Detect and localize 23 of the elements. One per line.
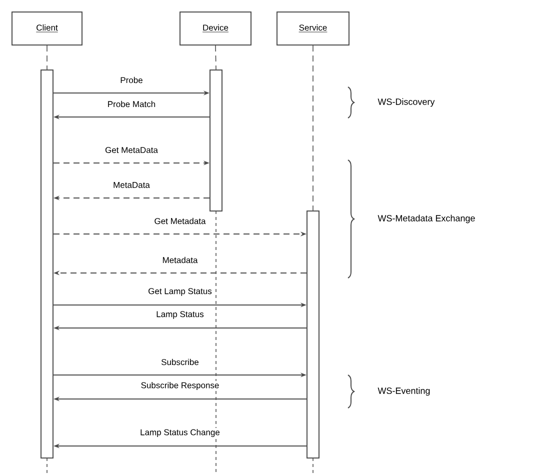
participant-box: Client [12, 12, 82, 46]
message-label: Subscribe [160, 358, 200, 366]
participant-box: Device [180, 12, 252, 46]
activation-bar [306, 210, 320, 458]
group-label: WS-Metadata Exchange [378, 214, 475, 224]
lifeline [312, 45, 314, 211]
activation-bar [210, 70, 222, 212]
message-label: Probe [119, 76, 144, 84]
group-label: WS-Discovery [378, 98, 435, 107]
activation-bar [40, 70, 54, 458]
message-label: Probe Match [106, 100, 157, 108]
group-label: WS-Eventing [378, 387, 430, 396]
message-label: Metadata [161, 256, 199, 264]
message-label: Get Lamp Status [147, 287, 213, 297]
message-label: MetaData [112, 181, 151, 189]
message-label: Lamp Status [155, 310, 205, 320]
message-label: Subscribe Response [140, 381, 220, 391]
message-label: Get Metadata [153, 216, 207, 226]
message-label: Lamp Status Change [139, 428, 221, 438]
lifeline [215, 45, 216, 70]
lifeline [46, 45, 48, 70]
participant-box: Service [276, 12, 350, 46]
message-label: Get MetaData [104, 146, 159, 154]
